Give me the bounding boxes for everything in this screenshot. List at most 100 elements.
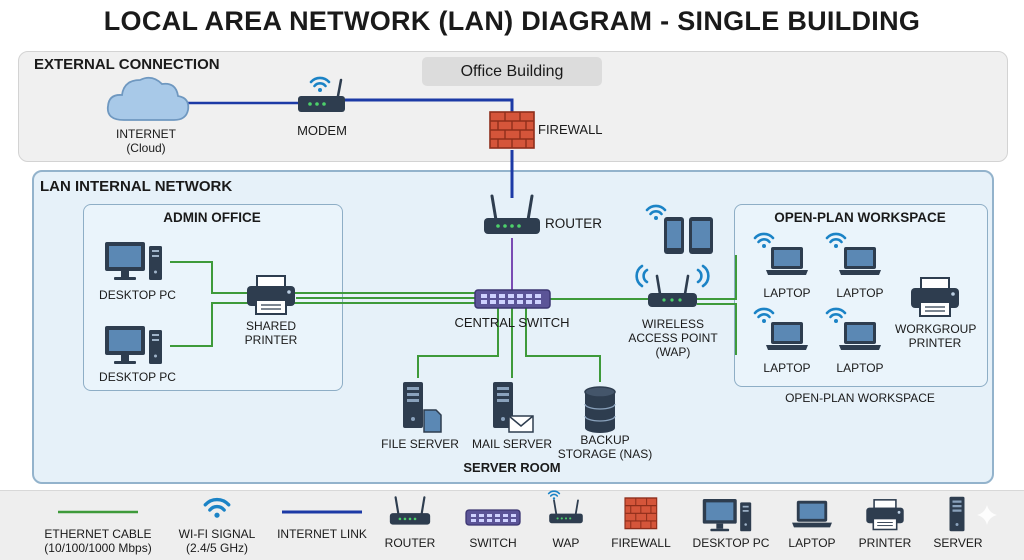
laptop-1-wifi-icon — [753, 232, 775, 250]
legend-wifi-icon — [203, 497, 231, 520]
legend-server-label: SERVER — [933, 536, 983, 550]
router-label: ROUTER — [545, 216, 602, 231]
legend-desktop-icon — [702, 499, 752, 532]
workgroup-printer-icon — [910, 277, 960, 317]
router-icon — [482, 194, 542, 236]
laptop-1-label: LAPTOP — [763, 286, 811, 300]
legend-switch-icon — [465, 509, 521, 526]
cable-wap-workspace-top — [697, 255, 737, 300]
desktop-pc-1-icon — [105, 242, 162, 280]
laptop-3-label: LAPTOP — [763, 361, 811, 375]
internet-label-line2: (Cloud) — [126, 141, 166, 155]
diagram-title: LOCAL AREA NETWORK (LAN) DIAGRAM - SINGL… — [103, 6, 921, 36]
workgroup-printer-label-line2: PRINTER — [908, 336, 962, 350]
backup-storage-label-line1: BACKUP — [580, 433, 630, 447]
laptop-2-icon — [839, 247, 881, 275]
legend-wifi-label-line2: (2.4/5 GHz) — [185, 541, 248, 555]
desktop-pc-2-label: DESKTOP PC — [99, 370, 176, 384]
laptop-2-label: LAPTOP — [836, 286, 884, 300]
wap-wifi-right-icon — [696, 264, 710, 288]
shared-printer-label-line1: SHARED — [245, 319, 296, 333]
cable-pc1-switch — [170, 261, 475, 294]
mail-envelope-icon — [508, 415, 534, 433]
legend-server-icon — [949, 496, 965, 532]
shared-printer-label-line2: PRINTER — [244, 333, 298, 347]
wap-label: WIRELESS ACCESS POINT (WAP) — [620, 317, 726, 359]
legend-wap-wifi-icon — [547, 490, 561, 501]
cloud-icon — [106, 76, 190, 121]
wap-wifi-left-icon — [635, 264, 649, 288]
cable-wap-workspace-bottom — [697, 303, 737, 355]
firewall-label: FIREWALL — [538, 122, 603, 137]
sparkle-icon — [977, 505, 997, 525]
file-server-icon — [403, 382, 423, 428]
wap-label-line2: ACCESS POINT — [628, 331, 718, 345]
open-plan-footer-label: OPEN-PLAN WORKSPACE — [785, 391, 935, 405]
firewall-icon — [489, 111, 535, 149]
open-plan-heading: OPEN-PLAN WORKSPACE — [774, 210, 946, 225]
legend-router-label: ROUTER — [384, 536, 436, 550]
shared-printer-icon — [246, 275, 296, 315]
server-room-heading: SERVER ROOM — [463, 460, 561, 475]
mobile-wifi-icon — [645, 204, 667, 222]
cable-switch-file-server — [417, 307, 499, 378]
legend-printer-icon — [865, 499, 905, 531]
legend-ethernet-label-line2: (10/100/1000 Mbps) — [44, 541, 152, 555]
wap-label-line3: (WAP) — [655, 345, 691, 359]
modem-firewall-link — [345, 98, 514, 112]
modem-wifi-icon — [309, 76, 331, 94]
central-switch-icon — [474, 289, 551, 309]
modem-icon — [298, 78, 345, 112]
legend-wap-label: WAP — [552, 536, 580, 550]
laptop-4-label: LAPTOP — [836, 361, 884, 375]
laptop-2-wifi-icon — [825, 232, 847, 250]
office-building-label: Office Building — [422, 57, 602, 86]
tablet-icon — [689, 217, 713, 254]
legend-ethernet-label-line1: ETHERNET CABLE — [44, 527, 152, 541]
legend-firewall-label: FIREWALL — [611, 536, 671, 550]
laptop-1-icon — [766, 247, 808, 275]
admin-office-heading: ADMIN OFFICE — [163, 210, 261, 225]
workgroup-printer-label: WORKGROUP PRINTER — [895, 322, 977, 350]
laptop-4-icon — [839, 322, 881, 350]
central-switch-label: CENTRAL SWITCH — [454, 315, 570, 330]
phone-icon — [664, 217, 684, 254]
ethernet-cables — [170, 255, 737, 382]
laptop-3-icon — [766, 322, 808, 350]
legend-internet-label: INTERNET LINK — [277, 527, 367, 541]
modem-label: MODEM — [297, 123, 347, 138]
cable-switch-nas — [525, 307, 601, 382]
internet-label: INTERNET (Cloud) — [104, 127, 188, 155]
legend-wifi-label: WI-FI SIGNAL (2.4/5 GHz) — [172, 527, 262, 555]
wap-label-line1: WIRELESS — [641, 317, 704, 331]
legend-firewall-icon — [624, 497, 658, 530]
legend-printer-label: PRINTER — [858, 536, 912, 550]
file-document-icon — [423, 409, 442, 433]
legend-icons — [58, 490, 965, 532]
laptop-3-wifi-icon — [753, 307, 775, 325]
legend-desktop-label: DESKTOP PC — [692, 536, 770, 550]
legend-router-icon — [388, 496, 432, 526]
legend-ethernet-label: ETHERNET CABLE (10/100/1000 Mbps) — [38, 527, 158, 555]
laptop-4-wifi-icon — [825, 307, 847, 325]
internet-links — [180, 98, 514, 292]
legend-switch-label: SWITCH — [469, 536, 517, 550]
lan-internal-heading: LAN INTERNAL NETWORK — [40, 178, 233, 195]
wap-icon — [648, 274, 697, 307]
backup-storage-label-line2: STORAGE (NAS) — [557, 447, 653, 461]
legend-wifi-label-line1: WI-FI SIGNAL — [178, 527, 256, 541]
workgroup-printer-label-line1: WORKGROUP — [895, 322, 977, 336]
desktop-pc-1-label: DESKTOP PC — [99, 288, 176, 302]
legend-laptop-label: LAPTOP — [788, 536, 836, 550]
legend-laptop-icon — [792, 500, 832, 528]
nas-storage-icon — [584, 386, 616, 433]
internet-label-line1: INTERNET — [116, 127, 176, 141]
file-server-label: FILE SERVER — [381, 437, 459, 451]
shared-printer-label: SHARED PRINTER — [230, 319, 312, 347]
backup-storage-label: BACKUP STORAGE (NAS) — [557, 433, 653, 461]
desktop-pc-2-icon — [105, 326, 162, 364]
cable-pc2-switch — [170, 302, 475, 347]
external-connection-heading: EXTERNAL CONNECTION — [34, 56, 220, 73]
mail-server-label: MAIL SERVER — [471, 437, 553, 451]
